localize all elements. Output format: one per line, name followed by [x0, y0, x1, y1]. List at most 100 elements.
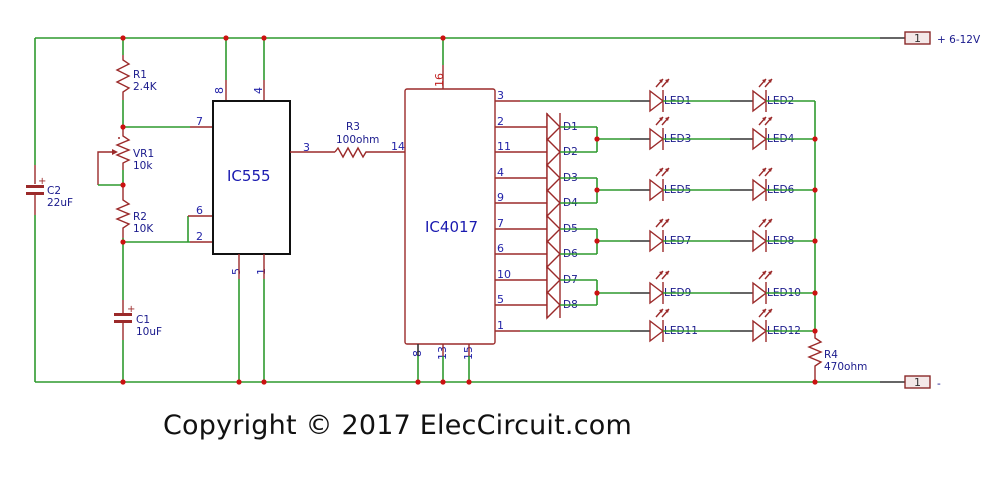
arrow-head	[768, 271, 772, 275]
arrow-head	[762, 117, 766, 121]
ic555-pin-8: 8	[213, 87, 226, 94]
r2-value: 10K	[133, 223, 154, 235]
led-12: LED12	[752, 308, 801, 343]
led-body	[649, 281, 665, 305]
negative-port-number: 1	[914, 376, 921, 389]
arrow-head	[665, 117, 669, 121]
r3-value: 100ohm	[336, 134, 379, 146]
resistor-r1: R1 2.4K	[115, 55, 158, 100]
arrow-head	[665, 168, 669, 172]
ic4017-pin-6: 6	[497, 242, 504, 255]
junction-dot	[120, 124, 126, 130]
diode-body	[546, 163, 561, 193]
junction-dot	[812, 238, 818, 244]
led-10: LED10	[752, 270, 801, 305]
resistor-r4: R4 470ohm	[807, 332, 867, 382]
junction-dot	[261, 379, 267, 385]
r4-value: 470ohm	[824, 361, 867, 373]
ic555-pin-6: 6	[196, 204, 203, 217]
junction-dot	[120, 239, 126, 245]
junction-dot	[812, 379, 818, 385]
r2-name: R2	[133, 211, 147, 223]
ic4017-pin-7: 7	[497, 217, 504, 230]
junction-dot	[812, 187, 818, 193]
ic4017-pin-14: 14	[391, 140, 405, 153]
svg-text:+: +	[127, 304, 135, 315]
junction-dot	[812, 328, 818, 334]
ic4017-pin-4: 4	[497, 166, 504, 179]
led-body	[752, 281, 768, 305]
arrow-head	[659, 219, 663, 223]
led-11: LED11	[649, 308, 698, 343]
arrow-head	[768, 79, 772, 83]
led-6: LED6	[752, 167, 795, 202]
potentiometer-vr1: VR1 10k	[97, 127, 154, 185]
arrow-head	[762, 309, 766, 313]
ic4017-pin-5: 5	[497, 293, 504, 306]
diode-d3: D3	[546, 163, 578, 193]
junction-dot	[120, 35, 126, 41]
negative-port: 1 -	[904, 375, 941, 390]
positive-port-number: 1	[914, 32, 921, 45]
ic4017-pin-10: 10	[497, 268, 511, 281]
junction-dot	[120, 379, 126, 385]
arrow-head	[665, 309, 669, 313]
capacitor-c1: + C1 10uF	[114, 304, 162, 338]
junction-dot	[440, 379, 446, 385]
led-4: LED4	[752, 116, 795, 151]
led-body	[649, 89, 665, 113]
diode-body	[546, 137, 561, 167]
junction-dot	[466, 379, 472, 385]
arrow-head	[762, 79, 766, 83]
c1-value: 10uF	[136, 326, 162, 338]
resistor-r2: R2 10K	[115, 185, 154, 238]
led-body	[649, 229, 665, 253]
arrow-head	[665, 271, 669, 275]
arrow-head	[762, 168, 766, 172]
junction-dot	[594, 136, 600, 142]
arrow-head	[659, 117, 663, 121]
arrow-head	[768, 219, 772, 223]
junction-dot	[236, 379, 242, 385]
junction-dot	[594, 238, 600, 244]
junction-dot	[261, 35, 267, 41]
junction-dot	[594, 290, 600, 296]
ic4017-pin-2: 2	[497, 115, 504, 128]
ic4017-pin-9: 9	[497, 191, 504, 204]
led-body	[752, 178, 768, 202]
arrow-head	[768, 117, 772, 121]
r1-value: 2.4K	[133, 81, 158, 93]
junction-dot	[812, 290, 818, 296]
junction-dot	[120, 182, 126, 188]
positive-port-label: + 6-12V	[937, 34, 981, 46]
led-1: LED1	[649, 78, 691, 113]
junction-dot	[223, 35, 229, 41]
c2-name: C2	[47, 185, 61, 197]
led-body	[649, 178, 665, 202]
diode-body	[546, 112, 561, 142]
negative-port-label: -	[937, 378, 941, 390]
r4-name: R4	[824, 349, 838, 361]
ic4017-pin-1: 1	[497, 319, 504, 332]
ic4017-label: IC4017	[425, 218, 478, 236]
arrow-head	[659, 309, 663, 313]
led-body	[752, 89, 768, 113]
ic555: IC555 8 4 7 6 2 3 5 1	[196, 87, 310, 275]
diode-body	[546, 265, 561, 295]
led-2: LED2	[752, 78, 794, 113]
junction-dot	[594, 187, 600, 193]
led-5: LED5	[649, 167, 691, 202]
r3-name: R3	[346, 121, 360, 133]
arrow-head	[659, 168, 663, 172]
r1-name: R1	[133, 69, 147, 81]
ic555-pin-7: 7	[196, 115, 203, 128]
led-3: LED3	[649, 116, 691, 151]
junctions	[120, 35, 818, 385]
diode-body	[546, 290, 561, 320]
ic555-pin-2: 2	[196, 230, 203, 243]
arrow-head	[768, 168, 772, 172]
ic4017-pin-11: 11	[497, 140, 511, 153]
ic555-pin-1: 1	[255, 268, 268, 275]
